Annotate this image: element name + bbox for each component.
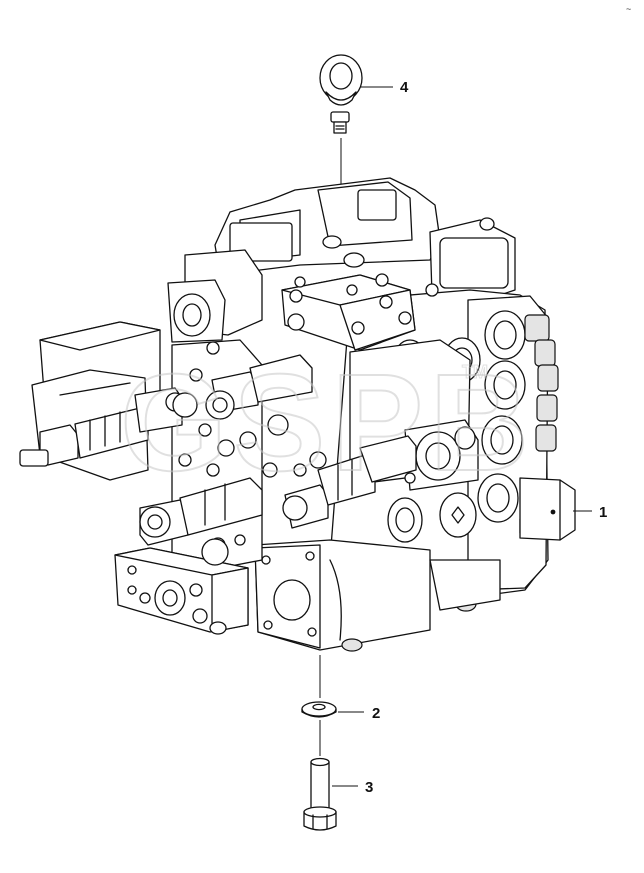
spool-actuator-upper [19,387,185,467]
callout-4: 4 [360,79,409,96]
svg-text:2: 2 [372,705,380,722]
svg-text:1: 1 [599,504,607,521]
corner-mark: ~ [626,4,631,14]
callout-2: 2 [338,705,380,722]
callout-1: 1 [573,504,607,521]
svg-text:TM: TM [462,362,488,382]
spool-actuator-middle [172,354,313,478]
spool-actuator-lower [139,477,263,546]
control-valve-block [19,177,576,652]
spool-actuator-center [282,435,417,529]
callout-3: 3 [332,779,373,796]
svg-text:4: 4 [400,79,409,96]
eye-bolt [319,54,363,134]
svg-text:GSPB: GSPB [120,346,535,500]
washer [301,701,337,718]
watermark: GSPB TM [119,345,535,501]
bolt [303,757,337,831]
svg-text:3: 3 [365,779,373,796]
